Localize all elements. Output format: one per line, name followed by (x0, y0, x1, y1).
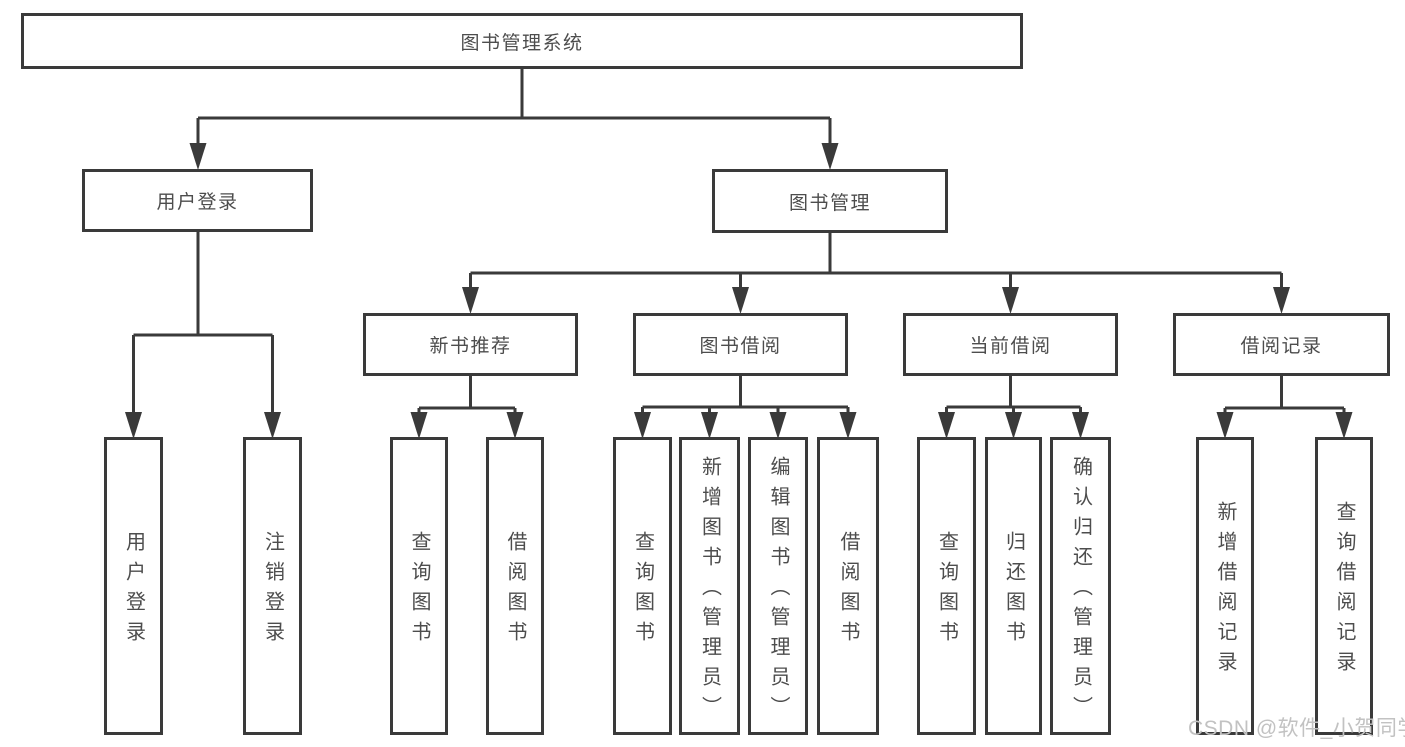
arrowhead-icon (732, 287, 749, 314)
leaf-logout: 注销登录 (243, 437, 302, 735)
arrowhead-icon (1072, 412, 1089, 439)
node-borrow-record: 借阅记录 (1173, 313, 1390, 376)
connector-new-book-children (417, 376, 517, 418)
leaf-current-query-books-label: 查询图书 (935, 531, 958, 651)
leaf-confirm-return-admin-label: 确认归还（管理员） (1069, 456, 1092, 726)
node-user-login-label: 用户登录 (156, 192, 239, 213)
arrowhead-icon (1273, 287, 1290, 314)
node-new-book-recommend-label: 新书推荐 (429, 336, 512, 357)
arrowhead-icon (1335, 412, 1353, 439)
arrowhead-icon (1216, 412, 1234, 439)
leaf-add-borrow-record: 新增借阅记录 (1196, 437, 1254, 735)
leaf-confirm-return-admin: 确认归还（管理员） (1050, 437, 1111, 735)
leaf-newbook-query-books: 查询图书 (390, 437, 448, 735)
node-user-login: 用户登录 (82, 169, 313, 232)
leaf-newbook-query-books-label: 查询图书 (408, 531, 430, 651)
arrowhead-icon (1002, 287, 1019, 314)
csdn-watermark: CSDN @软件_小贺同学 (1188, 717, 1405, 740)
leaf-current-query-books: 查询图书 (917, 437, 976, 735)
arrowhead-icon (634, 412, 651, 439)
node-borrow-record-label: 借阅记录 (1240, 336, 1323, 357)
arrowhead-icon (189, 143, 207, 170)
leaf-query-borrow-record: 查询借阅记录 (1315, 437, 1373, 735)
leaf-edit-book-admin: 编辑图书（管理员） (748, 437, 808, 735)
arrowhead-icon (125, 412, 142, 439)
leaf-newbook-borrow-books: 借阅图书 (486, 437, 544, 735)
node-book-borrow-label: 图书借阅 (699, 336, 782, 357)
node-book-management-label: 图书管理 (788, 192, 871, 214)
node-current-borrow: 当前借阅 (903, 313, 1118, 376)
arrowhead-icon (769, 412, 787, 439)
leaf-return-books-label: 归还图书 (1002, 531, 1025, 651)
node-root-label: 图书管理系统 (460, 32, 584, 54)
leaf-add-borrow-record-label: 新增借阅记录 (1214, 501, 1236, 681)
connector-user-login-children (132, 232, 274, 418)
connector-borrow-record-children (1223, 376, 1346, 418)
arrowhead-icon (821, 143, 839, 170)
node-book-management: 图书管理 (712, 169, 948, 233)
leaf-borrow-query-books-label: 查询图书 (631, 531, 654, 651)
arrowhead-icon (938, 412, 955, 439)
arrowhead-icon (701, 412, 718, 439)
leaf-logout-label: 注销登录 (261, 531, 284, 651)
connector-book-management-children (469, 233, 1283, 290)
node-new-book-recommend: 新书推荐 (363, 313, 578, 376)
connector-root-to-level2 (196, 69, 832, 146)
connector-current-borrow-children (945, 376, 1082, 418)
leaf-borrow-query-books: 查询图书 (613, 437, 672, 735)
arrowhead-icon (462, 287, 479, 314)
arrowhead-icon (506, 412, 524, 439)
node-root: 图书管理系统 (21, 13, 1023, 69)
leaf-add-book-admin: 新增图书（管理员） (679, 437, 740, 735)
leaf-borrow-books-label: 借阅图书 (837, 531, 859, 651)
leaf-add-book-admin-label: 新增图书（管理员） (698, 456, 721, 726)
connector-book-borrow-children (641, 376, 850, 418)
leaf-user-login-label: 用户登录 (122, 531, 145, 651)
leaf-return-books: 归还图书 (985, 437, 1042, 735)
leaf-query-borrow-record-label: 查询借阅记录 (1333, 501, 1355, 681)
leaf-user-login: 用户登录 (104, 437, 163, 735)
leaf-newbook-borrow-books-label: 借阅图书 (504, 531, 526, 651)
arrowhead-icon (264, 412, 281, 439)
arrowhead-icon (839, 412, 857, 439)
node-book-borrow: 图书借阅 (633, 313, 848, 376)
arrowhead-icon (410, 412, 428, 439)
arrowhead-icon (1005, 412, 1022, 439)
leaf-borrow-books: 借阅图书 (817, 437, 879, 735)
node-current-borrow-label: 当前借阅 (969, 336, 1052, 357)
leaf-edit-book-admin-label: 编辑图书（管理员） (767, 456, 789, 726)
